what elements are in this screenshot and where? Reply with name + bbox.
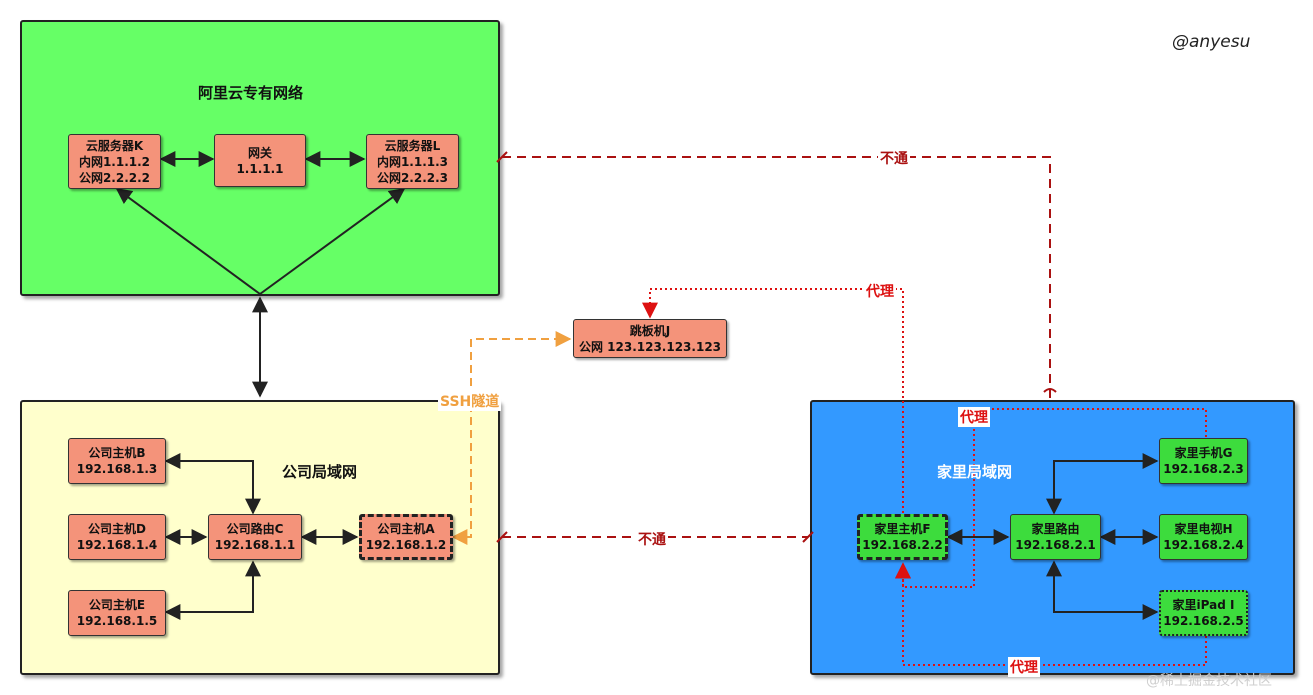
proxy-label-home-bottom: 代理 [1008,657,1040,677]
node-name: 家里iPad I [1172,598,1235,612]
node-ip: 192.168.2.4 [1163,538,1244,552]
cloud-server-k[interactable]: 云服务器K 内网1.1.1.2 公网2.2.2.2 [68,134,161,189]
node-name: 家里路由 [1031,522,1080,536]
home-ipad-i[interactable]: 家里iPad I 192.168.2.5 [1159,590,1248,636]
gateway-node[interactable]: 网关 1.1.1.1 [214,134,306,187]
blocked-label-mid: 不通 [636,529,668,549]
node-name: 公司路由C [226,522,284,536]
author-signature: @anyesu [1172,32,1251,52]
link-hub-k [115,188,261,295]
node-name: 家里主机F [874,522,931,536]
office-zone-title: 公司局域网 [282,463,358,481]
link-router-phone [1046,453,1159,515]
node-name: 跳板机J [629,323,671,338]
link-b-router [164,453,261,515]
home-router[interactable]: 家里路由 192.168.2.1 [1010,514,1101,560]
node-ip: 公网 123.123.123.123 [578,339,722,354]
node-ip: 192.168.1.5 [76,614,158,628]
office-host-a[interactable]: 公司主机A 192.168.1.2 [359,514,453,560]
node-name: 公司主机A [377,522,435,536]
site-watermark: @稀土掘金技术社区 [1146,673,1272,689]
node-ip: 192.168.2.3 [1163,462,1244,476]
node-ip: 内网1.1.1.2 [78,154,151,169]
node-ip: 192.168.1.4 [76,538,158,552]
aliyun-zone-title: 阿里云专有网络 [198,84,304,102]
node-ip: 公网2.2.2.2 [78,170,151,185]
proxy-link-jump [642,288,904,513]
node-ip: 192.168.1.1 [214,538,296,552]
node-name: 云服务器K [85,138,144,153]
node-ip: 192.168.2.2 [862,538,943,552]
node-ip: 192.168.2.5 [1163,614,1244,628]
office-host-b[interactable]: 公司主机B 192.168.1.3 [68,438,166,484]
node-name: 云服务器L [384,138,441,153]
proxy-label-home-top: 代理 [958,407,990,427]
office-host-d[interactable]: 公司主机D 192.168.1.4 [68,514,166,560]
home-zone-title: 家里局域网 [937,463,1013,481]
link-e-router [164,560,261,620]
home-tv-h[interactable]: 家里电视H 192.168.2.4 [1159,514,1248,560]
node-ip: 192.168.1.2 [365,538,447,552]
node-ip: 192.168.1.3 [76,462,158,476]
node-ip: 1.1.1.1 [236,161,284,176]
node-name: 家里手机G [1174,446,1233,460]
office-router-c[interactable]: 公司路由C 192.168.1.1 [208,514,302,560]
home-host-f[interactable]: 家里主机F 192.168.2.2 [857,514,948,560]
ssh-tunnel-label: SSH隧道 [438,391,502,411]
ssh-tunnel-link [451,331,572,545]
home-phone-g[interactable]: 家里手机G 192.168.2.3 [1159,438,1248,484]
node-name: 家里电视H [1174,522,1233,536]
proxy-link-ipad [895,562,1207,666]
cloud-server-l[interactable]: 云服务器L 内网1.1.1.3 公网2.2.2.3 [366,134,459,189]
node-ip: 内网1.1.1.3 [376,154,449,169]
office-host-e[interactable]: 公司主机E 192.168.1.5 [68,590,166,636]
node-ip: 公网2.2.2.3 [376,170,449,185]
blocked-label-top: 不通 [878,148,910,168]
node-name: 网关 [247,145,272,160]
node-name: 公司主机B [88,446,146,460]
node-name: 公司主机D [88,522,146,536]
jump-host-j[interactable]: 跳板机J 公网 123.123.123.123 [573,319,727,358]
proxy-label-jump: 代理 [864,281,896,301]
blocked-link-top [502,156,1051,398]
node-name: 公司主机E [88,598,146,612]
node-ip: 192.168.2.1 [1015,538,1096,552]
link-router-ipad [1046,560,1159,620]
link-hub-l [259,188,406,295]
